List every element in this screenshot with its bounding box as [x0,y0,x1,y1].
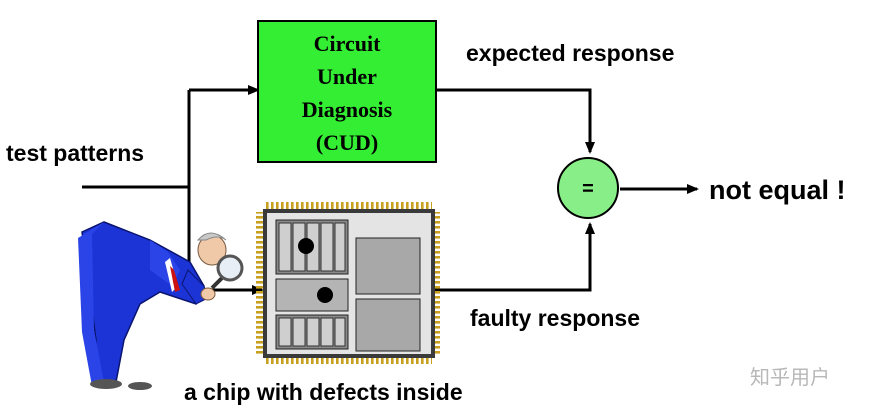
expected-response-arrow [436,88,595,154]
not-equal-label: not equal ! [709,175,846,205]
faulty-response-label: faulty response [470,305,640,331]
comparator-circle [557,157,619,219]
integrated-circuit-chip-icon [256,202,440,364]
cud-line-4: (CUD) [316,130,378,155]
chip-caption: a chip with defects inside [184,379,463,405]
cud-box: Circuit Under Diagnosis (CUD) [257,20,437,163]
cud-box-rect [257,20,437,163]
comparator: = [557,157,619,219]
test-patterns-label: test patterns [6,140,144,166]
cud-line-3: Diagnosis [302,97,393,122]
expected-response-label: expected response [466,40,674,66]
cud-line-2: Under [317,64,377,89]
comparator-symbol: = [582,178,594,200]
inspector-with-magnifier-icon [78,221,244,390]
defect-dot-icon [298,238,314,254]
defect-dot-icon [317,287,333,303]
cud-line-1: Circuit [314,31,381,56]
connection-lines [82,85,699,295]
watermark: 知乎用户 [750,365,830,389]
faulty-response-arrow [432,222,595,292]
